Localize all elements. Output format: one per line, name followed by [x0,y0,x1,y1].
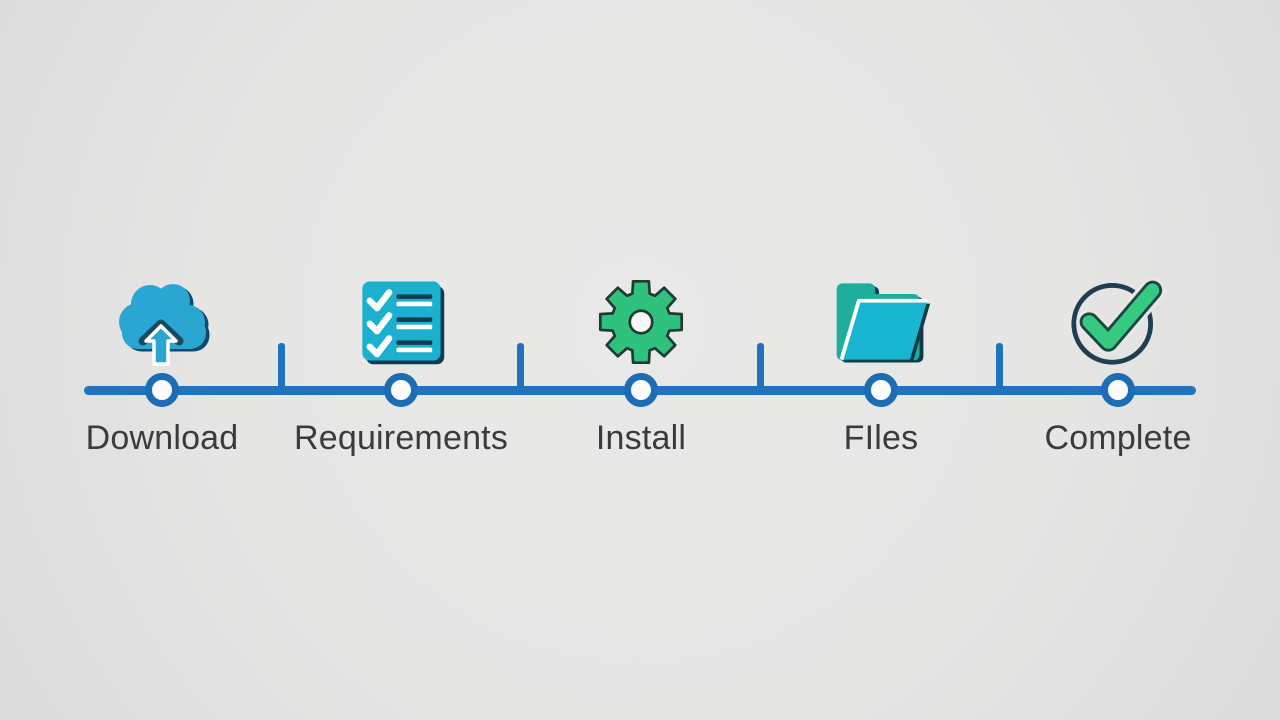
step-install: Install [511,272,771,492]
checklist-icon [271,272,531,368]
timeline-node-files [864,373,898,407]
step-label: Download [85,419,239,457]
timeline-tick [517,343,524,390]
open-folder-icon [751,272,1011,368]
cloud-upload-icon [32,272,292,368]
timeline-tick [996,343,1003,390]
step-label: Complete [1044,419,1192,457]
step-label: FIles [843,419,919,457]
timeline-node-install [624,373,658,407]
gear-icon [511,272,771,368]
check-circle-icon [988,272,1248,368]
timeline-node-download [145,373,179,407]
step-complete: Complete [988,272,1248,492]
step-requirements: Requirements [271,272,531,492]
timeline-tick [278,343,285,390]
step-label: Requirements [293,419,509,457]
step-download: Download [32,272,292,492]
timeline-tick [757,343,764,390]
step-files: FIles [751,272,1011,492]
timeline-node-complete [1101,373,1135,407]
step-label: Install [595,419,687,457]
timeline-node-requirements [384,373,418,407]
